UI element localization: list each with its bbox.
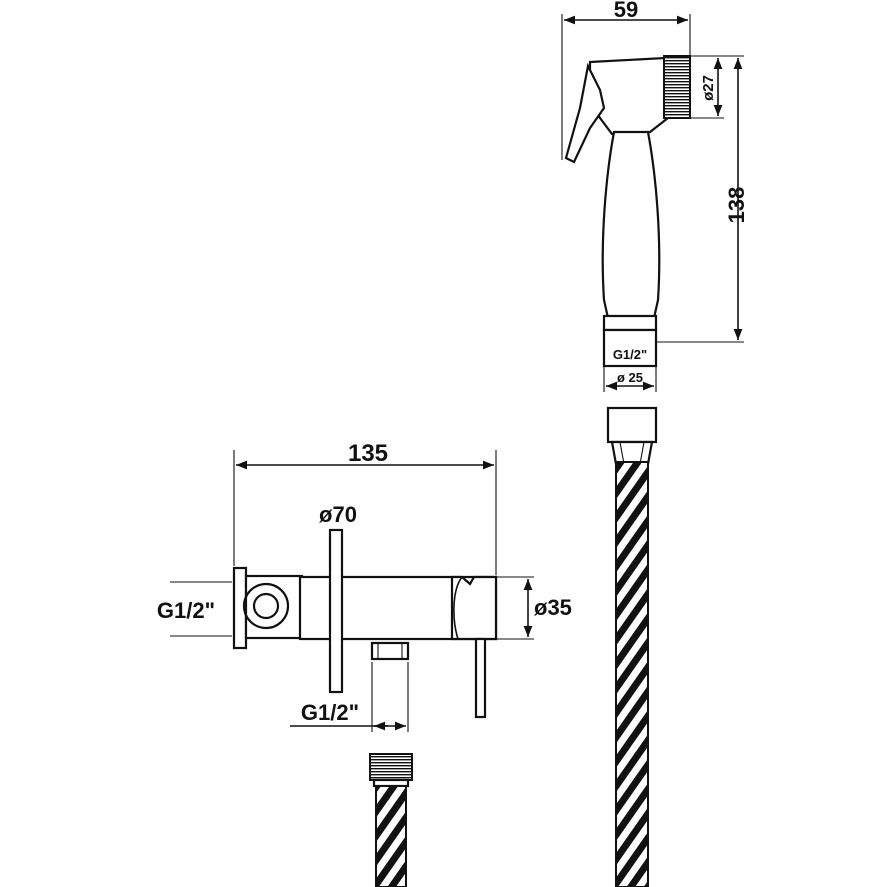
spray-thread-label: G1/2" <box>613 347 647 362</box>
wall-thread-label: G1/2" <box>157 598 215 623</box>
dim-spray-length-label: 138 <box>724 187 749 224</box>
hand-spray <box>564 55 691 368</box>
outlet-thread-label: G1/2" <box>301 700 359 725</box>
dim-spray-width: 59 <box>561 0 691 160</box>
dim-spray-length: 138 <box>656 55 749 343</box>
dim-wall-thread: G1/2" <box>157 581 232 637</box>
dim-valve-body: ø35 <box>496 576 572 640</box>
wall-valve <box>232 528 498 719</box>
dim-nozzle-dia-label: ø27 <box>700 75 717 101</box>
dim-spray-inlet: ø 25 <box>603 366 657 392</box>
dim-spray-inlet-label: ø 25 <box>617 370 643 385</box>
dim-valve-width-label: 135 <box>348 440 388 467</box>
dim-nozzle-dia: ø27 <box>690 55 724 119</box>
dim-spray-width-label: 59 <box>614 0 638 22</box>
dim-valve-width: 135 <box>233 440 497 575</box>
shower-hose-long <box>606 406 658 887</box>
dim-outlet-thread: G1/2" <box>290 662 409 732</box>
dim-valve-body-label: ø35 <box>534 595 572 620</box>
shower-hose-short <box>369 753 413 887</box>
flange-dia-label: ø70 <box>319 502 357 527</box>
